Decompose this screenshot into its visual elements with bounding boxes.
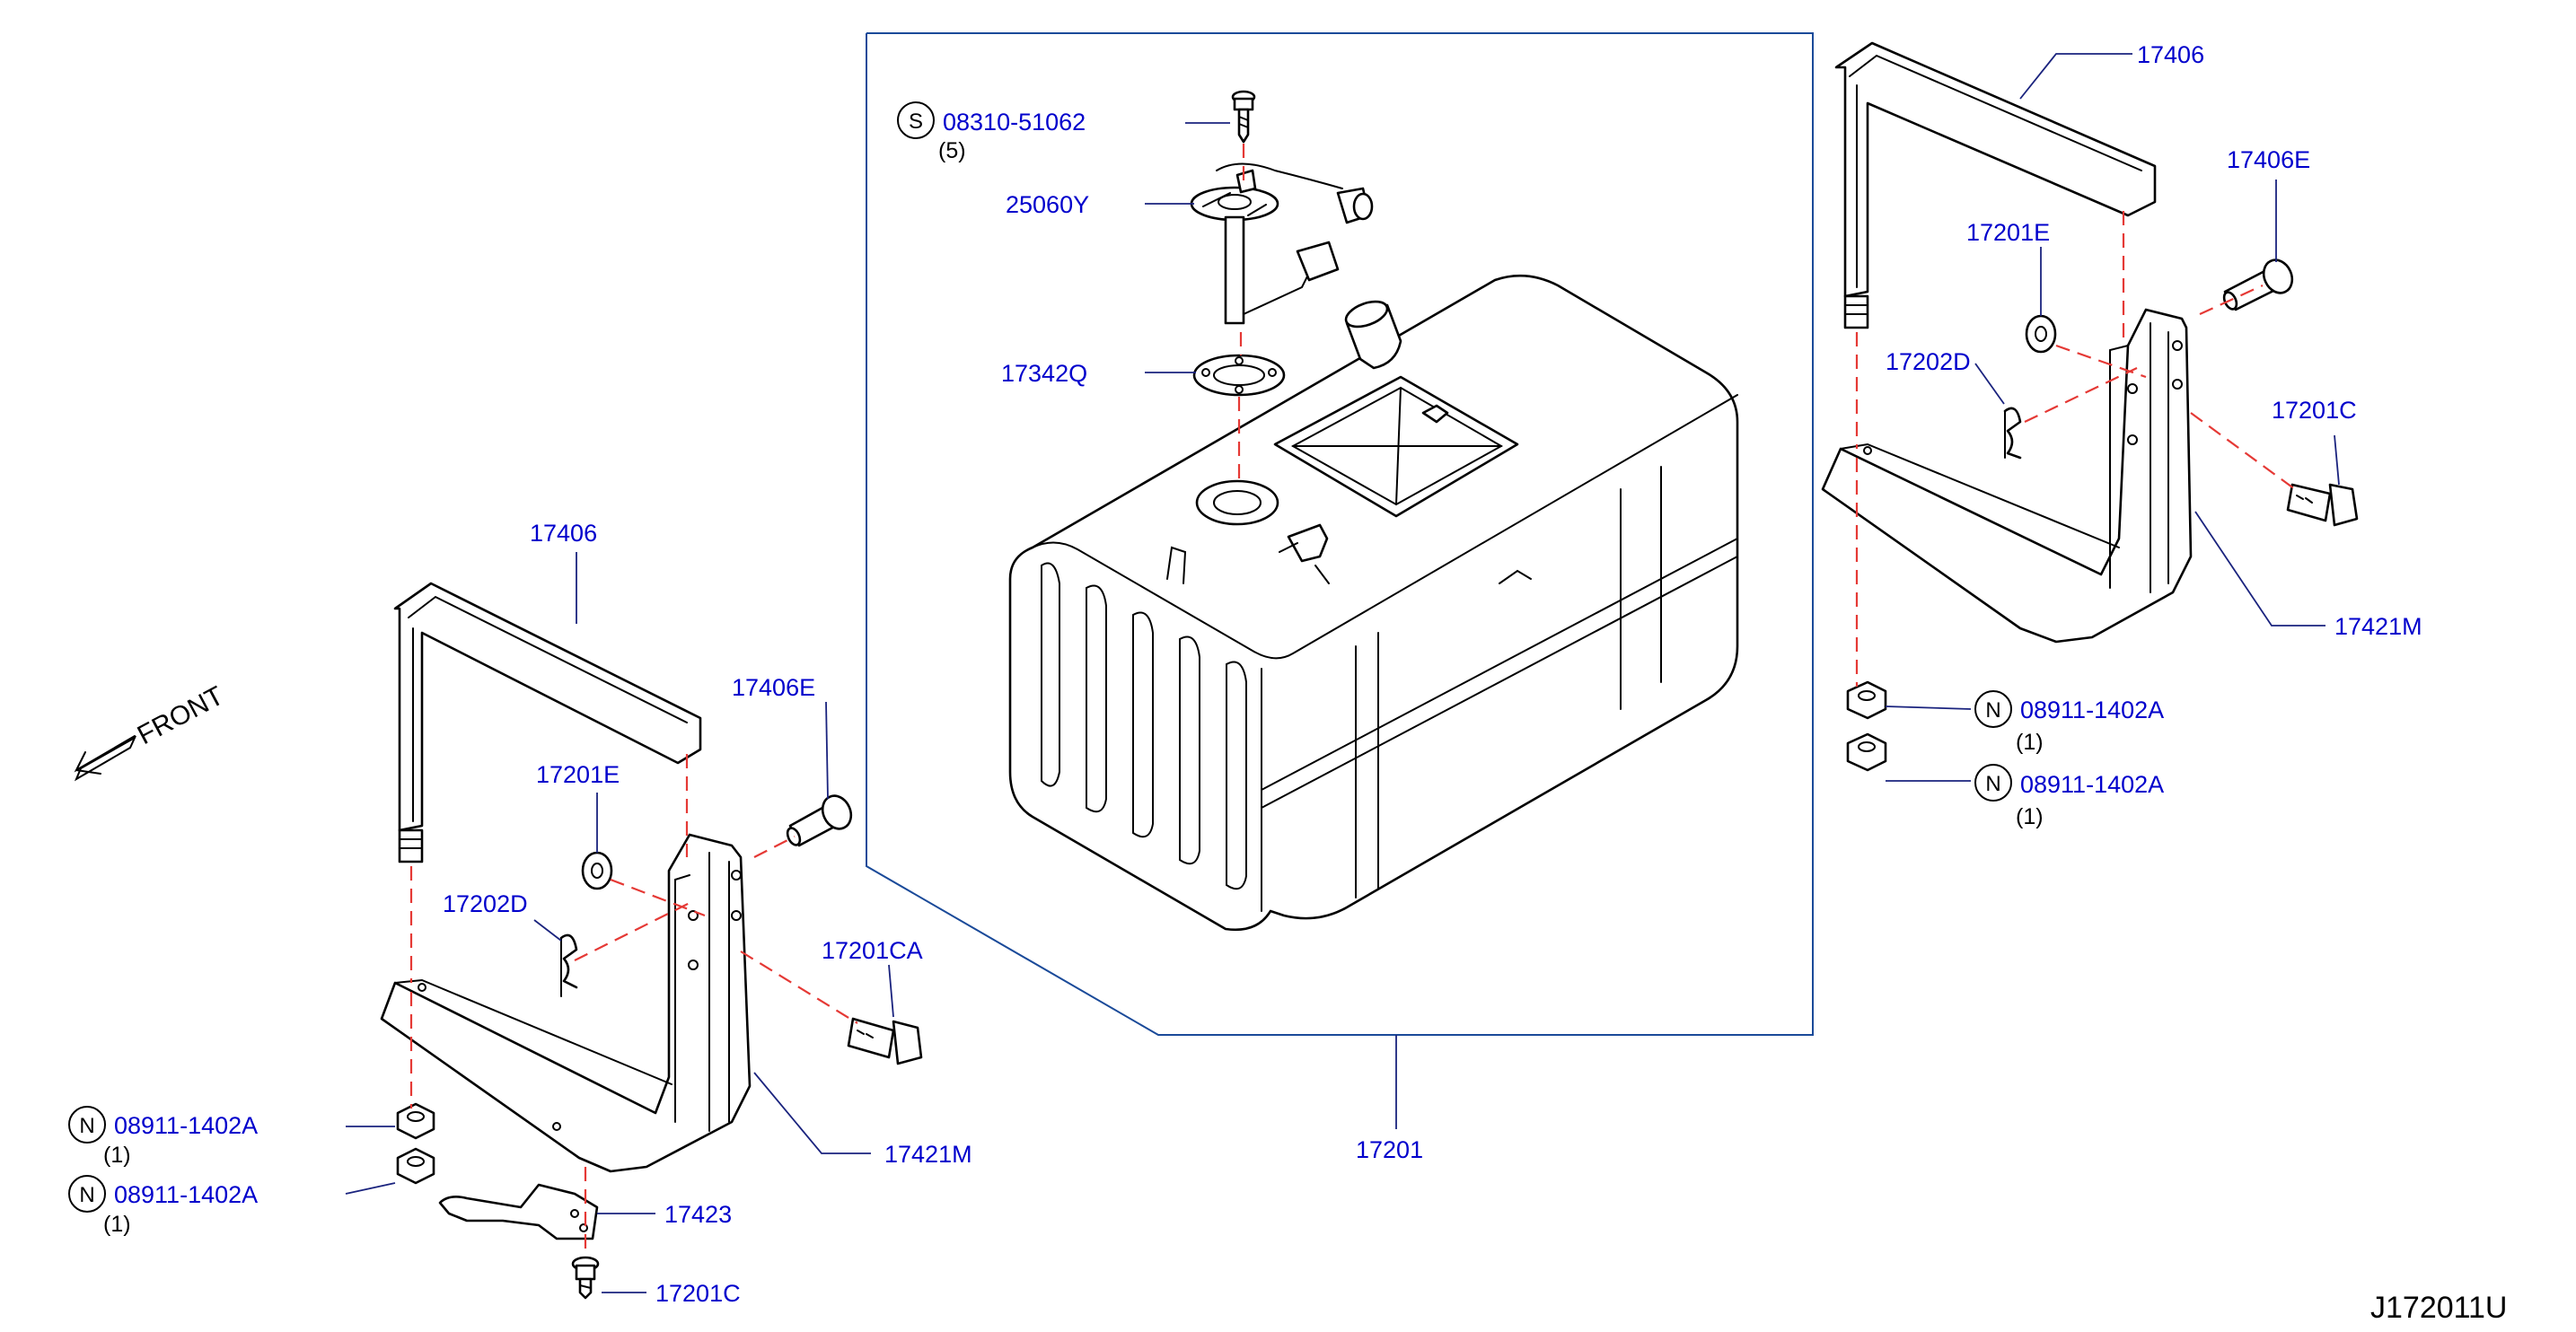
screw-symbol-icon: S [897,101,935,139]
diagram-code: J172011U [2370,1291,2508,1325]
label-bolt-right-upper[interactable]: 17406E [2227,146,2310,173]
nut-left-bottom[interactable] [396,1147,435,1185]
label-gauge-unit[interactable]: 25060Y [1006,191,1089,218]
svg-text:N: N [1985,772,2000,796]
label-bolt-left-mid[interactable]: 17201CA [822,937,923,964]
nut-left-top[interactable] [396,1102,435,1140]
leader-lines [345,53,2340,1293]
front-label: FRONT [133,681,229,751]
bolt-right-upper[interactable] [2221,255,2297,311]
bolt-left-mid[interactable] [847,1017,923,1065]
screw-08310[interactable] [1231,90,1256,144]
label-gasket[interactable]: 17342Q [1001,360,1087,387]
label-tank[interactable]: 17201 [1356,1136,1423,1163]
qty-screw-08310: (5) [938,138,966,163]
bolt-left-bottom[interactable] [571,1256,600,1300]
label-clip-left[interactable]: 17201E [536,761,620,788]
svg-text:N: N [1985,698,2000,723]
assembly-lines-right [1855,211,2299,687]
label-nut-left-top[interactable]: 08911-1402A [114,1112,258,1139]
nut-symbol-icon: N [1974,690,2012,728]
band-right[interactable] [1834,41,2157,329]
band-left[interactable] [393,582,702,863]
label-bolt-left-bottom[interactable]: 17201C [655,1280,741,1307]
label-pin-left[interactable]: 17202D [443,890,528,917]
bolt-left-upper[interactable] [785,791,856,847]
svg-text:N: N [79,1183,94,1207]
qty-nut-left-bottom: (1) [103,1212,131,1237]
nut-symbol-icon: N [1974,764,2012,802]
assembly-lines-center [1237,144,1245,480]
bracket-left[interactable] [380,833,752,1173]
assembly-lines-left [409,754,858,1257]
label-nut-right-top[interactable]: 08911-1402A [2020,697,2164,723]
svg-text:N: N [79,1114,94,1138]
pin-left[interactable] [559,933,578,997]
label-clip-right[interactable]: 17201E [1966,219,2050,246]
bolt-right-lower[interactable] [2286,483,2359,527]
front-arrow-icon [74,735,137,782]
nut-right-top[interactable] [1846,680,1887,720]
fuel-tank[interactable] [1008,274,1739,932]
label-bolt-left-upper[interactable]: 17406E [732,674,815,701]
tank-group-frame [866,32,1814,1129]
plate-left[interactable] [438,1183,599,1240]
qty-nut-right-bottom: (1) [2016,804,2044,829]
clip-right[interactable] [2025,314,2057,354]
label-bracket-left[interactable]: 17421M [884,1141,972,1168]
label-band-left[interactable]: 17406 [530,520,597,547]
svg-text:S: S [909,110,923,134]
label-bolt-right-lower[interactable]: 17201C [2272,397,2357,424]
label-nut-right-bottom[interactable]: 08911-1402A [2020,771,2164,798]
label-bracket-right[interactable]: 17421M [2334,613,2422,640]
clip-left[interactable] [581,851,613,890]
nut-right-bottom[interactable] [1846,732,1887,772]
qty-nut-left-top: (1) [103,1143,131,1168]
label-plate-left[interactable]: 17423 [664,1201,732,1228]
nut-symbol-icon: N [68,1175,106,1213]
gasket[interactable] [1192,354,1286,397]
pin-right[interactable] [2003,407,2022,460]
label-screw-08310[interactable]: 08310-51062 [943,109,1086,136]
gauge-unit[interactable] [1190,162,1374,325]
label-band-right[interactable]: 17406 [2137,41,2204,68]
label-pin-right[interactable]: 17202D [1886,348,1971,375]
nut-symbol-icon: N [68,1106,106,1144]
bracket-right[interactable] [1821,308,2193,644]
label-nut-left-bottom[interactable]: 08911-1402A [114,1181,258,1208]
qty-nut-right-top: (1) [2016,730,2044,755]
